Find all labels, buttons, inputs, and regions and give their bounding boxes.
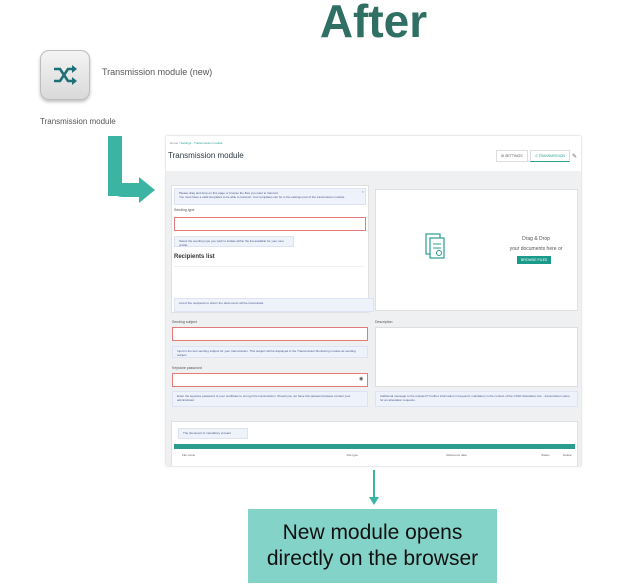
description-info: Additional message to the recipient? Fur… (375, 391, 578, 407)
keystore-info: Enter the keystore password of your cert… (172, 391, 368, 407)
arrow-down-icon (369, 497, 379, 505)
browser-screenshot: Home / Settings · Transmission module Tr… (166, 136, 581, 466)
sending-subject-input[interactable] (172, 327, 368, 341)
callout-line-2: directly on the browser (266, 547, 479, 570)
callout-box: New module opens directly on the browser (248, 509, 497, 583)
description-textarea[interactable] (375, 327, 578, 387)
sending-type-info: Select the sending type you wish to init… (174, 236, 294, 247)
app-label: Transmission module (new) (102, 67, 213, 77)
keystore-password-input[interactable] (172, 373, 368, 387)
table-header-row: File name File type Reference date Statu… (174, 449, 575, 461)
transmission-app-icon[interactable] (40, 50, 90, 100)
edit-icon[interactable]: ✎ (571, 153, 577, 160)
col-delete: Delete (563, 453, 572, 457)
col-status: Status (541, 453, 550, 457)
recipients-info: List of the recipients to whom the docum… (174, 298, 374, 312)
keystore-label: Keystore password (172, 366, 202, 370)
down-arrow-line (373, 470, 375, 500)
sending-subject-label: Sending subject (172, 320, 197, 324)
col-file-name: File name (182, 453, 196, 457)
arrow-shaft-vertical (108, 136, 122, 196)
old-module-label: Transmission module (40, 117, 116, 126)
sending-type-label: Sending type (174, 208, 195, 212)
eye-icon[interactable]: ◉ (359, 376, 364, 382)
tab-bar: ⚙ SETTINGS ⤨ TRANSMISSION ✎ (495, 150, 577, 162)
info-banner-top: Please drag and drop on this page or bro… (174, 188, 366, 205)
page-title: Transmission module (168, 151, 244, 160)
arrow-right-icon (139, 177, 155, 203)
breadcrumb-home[interactable]: Home (170, 141, 179, 145)
recipients-title: Recipients list (174, 254, 215, 260)
description-label: Description (375, 320, 393, 324)
dropzone-subtitle: your documents here or (509, 246, 563, 252)
breadcrumb: Home / Settings · Transmission module (170, 141, 223, 145)
close-icon[interactable]: × (361, 189, 364, 194)
sending-subject-info: Input in the text sending subject for yo… (172, 346, 368, 358)
callout-line-1: New module opens (282, 521, 463, 544)
document-icon (425, 233, 445, 259)
dropzone[interactable]: Drag & Drop your documents here or BROWS… (375, 189, 578, 311)
browse-files-button[interactable]: BROWSE FILES (517, 256, 552, 264)
files-table-card: The document is mandatory at least File … (171, 421, 578, 466)
form-card: Please drag and drop on this page or bro… (171, 185, 374, 313)
col-file-type: File type (346, 453, 358, 457)
sending-type-select[interactable] (174, 217, 366, 231)
recipients-list[interactable] (174, 266, 364, 299)
shuffle-icon (54, 65, 77, 85)
slide-title: After (319, 0, 428, 47)
breadcrumb-current: Settings · Transmission module (180, 141, 223, 145)
col-reference-date: Reference date (446, 453, 467, 457)
tab-settings[interactable]: ⚙ SETTINGS (495, 150, 528, 162)
tab-transmission[interactable]: ⤨ TRANSMISSION (529, 150, 570, 162)
dropzone-title: Drag & Drop (522, 236, 550, 242)
table-header-bar (174, 444, 575, 449)
table-info: The document is mandatory at least (178, 428, 248, 439)
arrow-shaft-horizontal (108, 183, 140, 197)
